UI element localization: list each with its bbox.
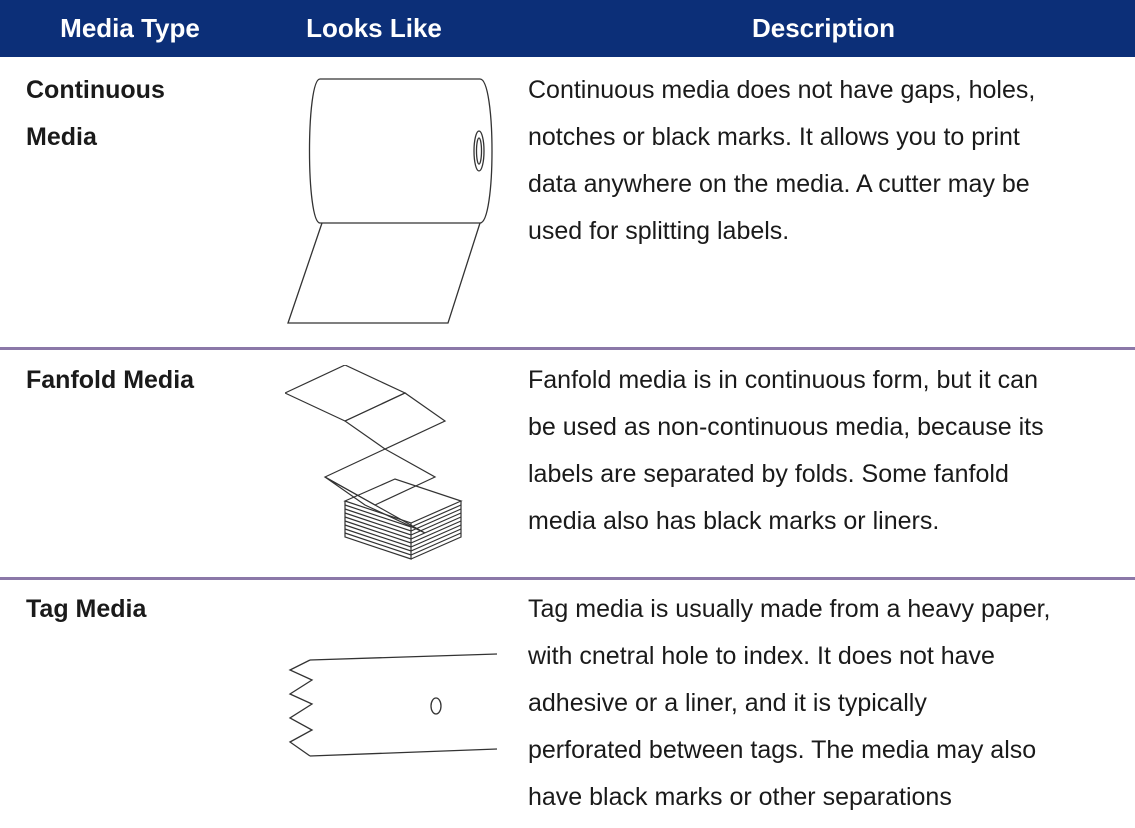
description-line: Fanfold media is in continuous form, but…	[528, 366, 1038, 394]
description-line: used for splitting labels.	[528, 217, 790, 245]
table-row-fanfold: Fanfold Media	[0, 350, 1135, 577]
media-type-name: Fanfold Media	[26, 357, 226, 404]
header-looks-like: Looks Like	[306, 13, 442, 43]
media-type-name-line: Media	[26, 123, 97, 151]
paper-roll-icon	[280, 77, 500, 327]
header-media-type: Media Type	[60, 13, 200, 43]
description-line: notches or black marks. It allows you to…	[528, 123, 1020, 151]
media-type-name-line: Fanfold Media	[26, 366, 195, 394]
row-divider	[0, 577, 1135, 580]
fanfold-stack-icon	[285, 365, 495, 575]
media-type-name-line: Continuous	[26, 76, 165, 104]
table-header: Media Type Looks Like Description	[0, 0, 1135, 57]
media-type-name: Continuous Media	[26, 67, 226, 161]
media-description: Fanfold media is in continuous form, but…	[528, 357, 1128, 545]
description-line: Continuous media does not have gaps, hol…	[528, 76, 1036, 104]
header-description: Description	[751, 13, 896, 43]
media-description: Continuous media does not have gaps, hol…	[528, 67, 1128, 255]
table-row-tag: Tag Media Tag media is usually made from…	[0, 580, 1135, 828]
description-line: be used as non-continuous media, because…	[528, 413, 1044, 441]
description-line: with cnetral hole to index. It does not …	[528, 642, 995, 670]
media-type-name-line: Tag Media	[26, 595, 147, 623]
media-description: Tag media is usually made from a heavy p…	[528, 586, 1128, 821]
description-line: have black marks or other separations	[528, 783, 952, 811]
description-line: perforated between tags. The media may a…	[528, 736, 1037, 764]
table-row-continuous: Continuous Media Continuous media does n…	[0, 57, 1135, 347]
description-line: data anywhere on the media. A cutter may…	[528, 170, 1030, 198]
description-line: adhesive or a liner, and it is typically	[528, 689, 927, 717]
description-line: Tag media is usually made from a heavy p…	[528, 595, 1051, 623]
description-line: media also has black marks or liners.	[528, 507, 940, 535]
tag-strip-icon	[282, 648, 502, 758]
description-line: labels are separated by folds. Some fanf…	[528, 460, 1009, 488]
row-divider	[0, 347, 1135, 350]
media-type-name: Tag Media	[26, 586, 226, 633]
